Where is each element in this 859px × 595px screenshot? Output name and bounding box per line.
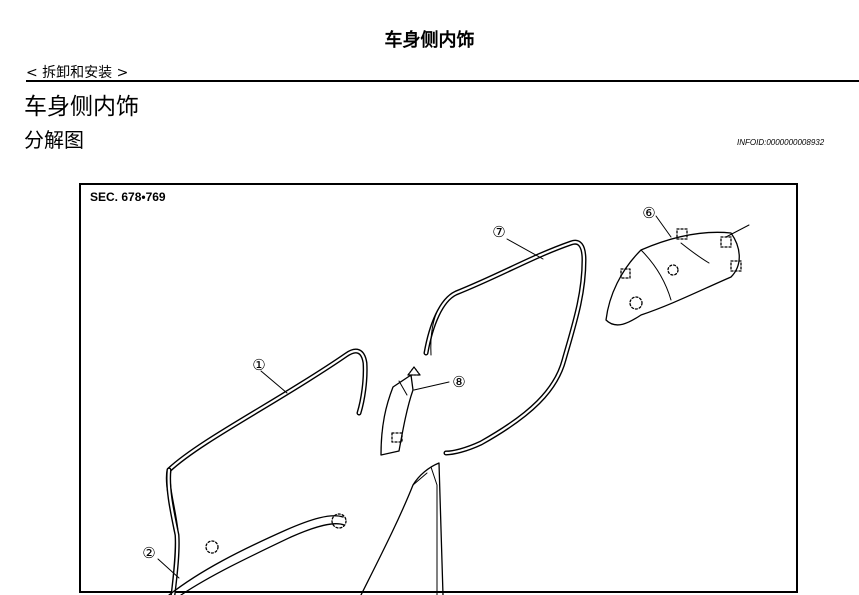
exploded-view-drawing: ① ② ⑥ ⑦ ⑧ (142, 204, 750, 595)
b-pillar-lower-garnish (360, 462, 444, 595)
part-7-weatherstrip (423, 238, 587, 456)
part-2-lower-trim (157, 513, 347, 595)
part-8-pillar-garnish (380, 366, 450, 456)
callout-7: ⑦ (492, 223, 505, 241)
callout-6: ⑥ (642, 204, 655, 222)
breadcrumb: < 拆卸和安装 > (26, 65, 129, 81)
callout-8: ⑧ (452, 373, 465, 391)
info-id: INFOID:0000000008932 (737, 138, 825, 147)
section-code-label: SEC. 678•769 (90, 190, 166, 204)
exploded-view-figure: SEC. 678•769 (79, 183, 798, 595)
section-title: 车身侧内饰 (24, 94, 139, 120)
part-6-quarter-trim (605, 215, 750, 326)
header-divider (26, 80, 859, 82)
callout-1: ① (252, 356, 265, 374)
callout-2: ② (142, 544, 155, 562)
subsection-title: 分解图 (24, 128, 84, 152)
page-header-title: 车身侧内饰 (384, 30, 475, 51)
part-1-weatherstrip (165, 348, 368, 595)
